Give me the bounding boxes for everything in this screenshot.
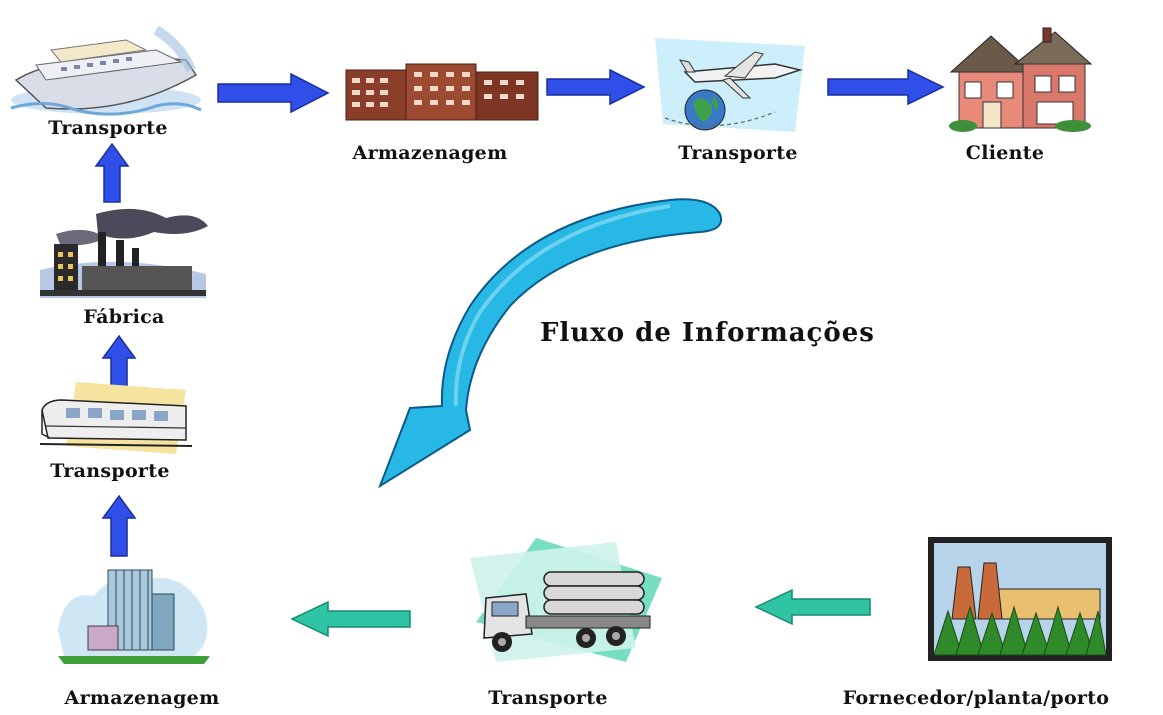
truck-label: Transporte [488, 687, 608, 709]
train-label: Transporte [50, 460, 170, 482]
plant-forest-icon [926, 535, 1116, 665]
warehouse-top-label: Armazenagem [352, 142, 508, 164]
office-tower-icon [54, 560, 214, 670]
supplier-label: Fornecedor/planta/porto [842, 687, 1110, 709]
client-label: Cliente [965, 142, 1045, 164]
arrow-up-icon [101, 494, 137, 558]
house-icon [945, 26, 1095, 136]
airplane-globe-icon [655, 32, 815, 142]
warehouse-bottom-label: Armazenagem [64, 687, 220, 709]
arrow-left-icon [288, 600, 412, 638]
factory-icon [36, 204, 211, 300]
train-icon [36, 380, 196, 460]
curved-arrow-icon [370, 196, 730, 496]
arrow-left-icon [752, 588, 872, 626]
arrow-up-icon [94, 142, 130, 204]
arrow-right-icon [545, 68, 647, 106]
factory-label: Fábrica [83, 306, 165, 328]
info-flow-label: Fluxo de Informações [540, 318, 875, 348]
cruise-ship-icon [6, 20, 206, 120]
arrow-right-icon [826, 68, 946, 106]
arrow-right-icon [216, 72, 331, 114]
ship-label: Transporte [48, 117, 168, 139]
building-icon [342, 60, 542, 122]
plane-label: Transporte [678, 142, 798, 164]
log-truck-icon [466, 538, 666, 668]
